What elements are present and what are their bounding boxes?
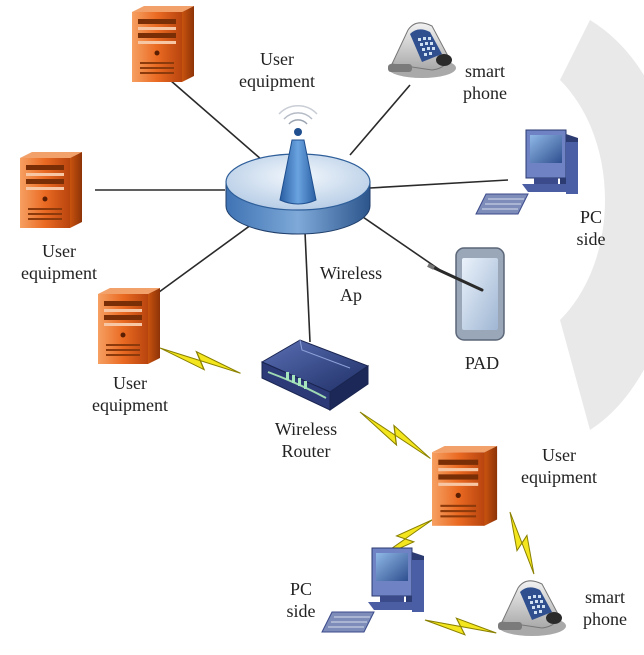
label-phone-bottom: smart phone — [583, 587, 627, 629]
label-phone-top: smart phone — [463, 61, 507, 103]
server-icon — [20, 152, 82, 228]
lightning-icon — [353, 407, 437, 463]
watermark-shape — [560, 20, 644, 430]
label-pc-right: PC side — [576, 207, 606, 249]
wireless-ap-icon — [225, 105, 371, 235]
label-ue-bottom: User equipment — [521, 445, 597, 487]
link-ap-router — [304, 231, 311, 343]
server-icon — [98, 288, 160, 364]
connection-lines — [95, 79, 509, 343]
label-ue-mid: User equipment — [92, 373, 168, 415]
router-icon — [260, 339, 370, 411]
lightning-icon — [423, 615, 498, 638]
server-icon — [432, 446, 498, 526]
pc-icon — [321, 547, 425, 633]
label-ue-top: User equipment — [239, 49, 315, 91]
label-pc-bottom: PC side — [286, 579, 316, 621]
link-ap-pad — [359, 214, 441, 271]
smartphone-icon — [387, 22, 457, 79]
tablet-icon — [427, 247, 505, 341]
label-ap: Wireless Ap — [319, 263, 383, 305]
label-ue-left: User equipment — [21, 241, 97, 283]
server-icon — [132, 6, 194, 82]
label-pad: PAD — [464, 353, 500, 373]
link-ap-phone — [349, 84, 411, 156]
label-router: Wireless Router — [274, 419, 338, 461]
pc-icon — [475, 129, 579, 215]
lightning-icon — [498, 509, 546, 577]
link-ap-ue-top — [169, 79, 263, 161]
smartphone-icon — [497, 580, 567, 637]
link-ap-ue-mid — [154, 221, 256, 296]
link-ap-pc — [369, 179, 509, 189]
